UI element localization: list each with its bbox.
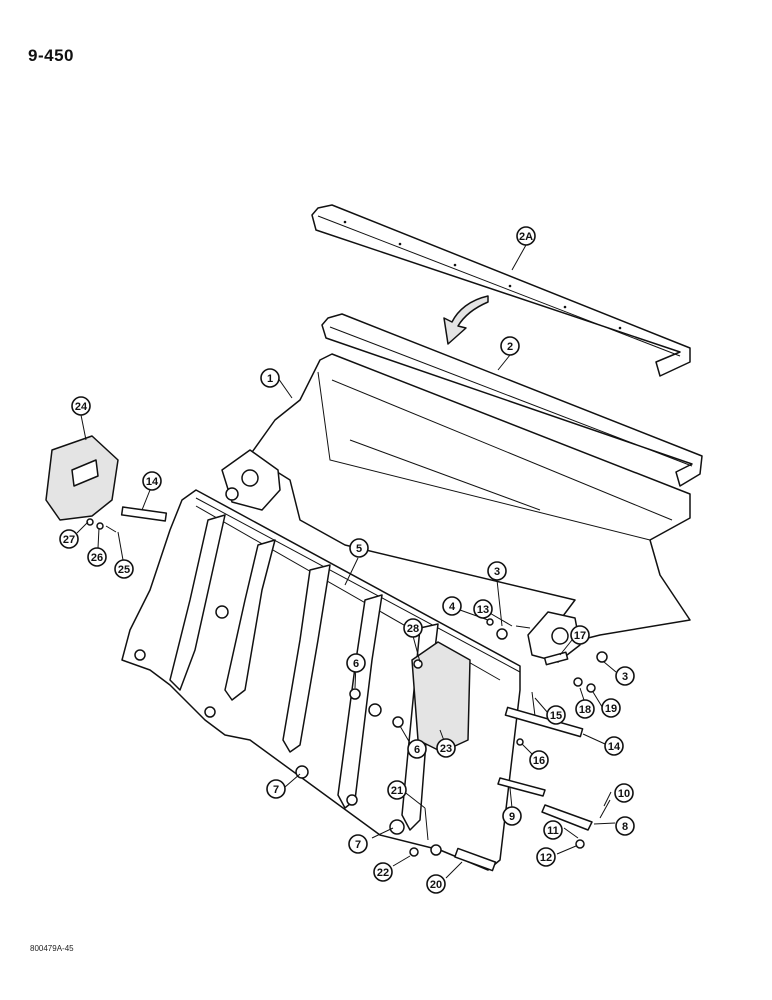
callout-label: 23 bbox=[440, 743, 452, 755]
callout-16: 16 bbox=[529, 750, 549, 770]
callout-label: 7 bbox=[355, 839, 361, 851]
callout-25: 25 bbox=[114, 559, 134, 579]
callout-9: 9 bbox=[502, 806, 522, 826]
callout-4: 4 bbox=[442, 596, 462, 616]
callout-2a: 2A bbox=[516, 226, 536, 246]
callout-label: 20 bbox=[430, 879, 442, 891]
callout-13: 13 bbox=[473, 599, 493, 619]
cutting-edge-2a bbox=[311, 204, 691, 377]
page-number: 9-450 bbox=[28, 46, 74, 65]
callout-label: 18 bbox=[579, 704, 591, 716]
callout-label: 6 bbox=[414, 744, 420, 756]
callout-label: 7 bbox=[273, 784, 279, 796]
callout-24: 24 bbox=[71, 396, 91, 416]
callout-3-right: 3 bbox=[615, 666, 635, 686]
callout-label: 16 bbox=[533, 755, 545, 767]
hardware bbox=[86, 506, 611, 872]
cutting-edge-2 bbox=[321, 313, 703, 487]
callout-label: 1 bbox=[267, 373, 273, 385]
callout-15: 15 bbox=[546, 705, 566, 725]
callout-20: 20 bbox=[426, 874, 446, 894]
callout-label: 14 bbox=[146, 476, 159, 488]
callout-label: 9 bbox=[509, 811, 515, 823]
callout-7-lower: 7 bbox=[348, 834, 368, 854]
coupler-frame bbox=[121, 489, 521, 871]
callout-label: 28 bbox=[407, 623, 419, 635]
callout-label: 11 bbox=[547, 825, 559, 837]
drawing-code: 800479A-45 bbox=[30, 944, 74, 953]
callout-label: 13 bbox=[477, 604, 489, 616]
callout-label: 17 bbox=[574, 630, 586, 642]
callout-18: 18 bbox=[575, 699, 595, 719]
callout-label: 24 bbox=[75, 401, 88, 413]
callout-label: 22 bbox=[377, 867, 389, 879]
callout-7-left: 7 bbox=[266, 779, 286, 799]
callout-28: 28 bbox=[403, 618, 423, 638]
callout-17: 17 bbox=[570, 625, 590, 645]
callout-14-upper: 14 bbox=[142, 471, 162, 491]
callout-label: 26 bbox=[91, 552, 103, 564]
callout-label: 8 bbox=[622, 821, 628, 833]
callout-1: 1 bbox=[260, 368, 280, 388]
guard-24 bbox=[45, 435, 119, 521]
callout-label: 27 bbox=[63, 534, 75, 546]
callout-23: 23 bbox=[436, 738, 456, 758]
callout-11: 11 bbox=[543, 820, 563, 840]
leader-lines bbox=[76, 244, 617, 879]
callout-label: 15 bbox=[550, 710, 562, 722]
callout-label: 25 bbox=[118, 564, 130, 576]
bucket-shell bbox=[221, 353, 691, 663]
callout-27: 27 bbox=[59, 529, 79, 549]
callout-2: 2 bbox=[500, 336, 520, 356]
callout-14-lower: 14 bbox=[604, 736, 624, 756]
callout-label: 3 bbox=[622, 671, 628, 683]
callout-label: 4 bbox=[449, 601, 456, 613]
callout-21: 21 bbox=[387, 780, 407, 800]
callout-label: 21 bbox=[391, 785, 403, 797]
callout-19: 19 bbox=[601, 698, 621, 718]
callout-label: 2 bbox=[507, 341, 513, 353]
callout-label: 10 bbox=[618, 788, 630, 800]
callout-label: 6 bbox=[353, 658, 359, 670]
callout-label: 19 bbox=[605, 703, 617, 715]
callout-8: 8 bbox=[615, 816, 635, 836]
callout-6-upper: 6 bbox=[346, 653, 366, 673]
cover-23 bbox=[411, 641, 471, 753]
callout-26: 26 bbox=[87, 547, 107, 567]
callout-label: 2A bbox=[519, 231, 533, 243]
callout-label: 3 bbox=[494, 566, 500, 578]
callout-22: 22 bbox=[373, 862, 393, 882]
callout-6-lower: 6 bbox=[407, 739, 427, 759]
callout-5: 5 bbox=[349, 538, 369, 558]
callout-label: 12 bbox=[540, 852, 552, 864]
callout-label: 5 bbox=[356, 543, 362, 555]
callout-12: 12 bbox=[536, 847, 556, 867]
callout-3-upper: 3 bbox=[487, 561, 507, 581]
callout-label: 14 bbox=[608, 741, 621, 753]
callout-10: 10 bbox=[614, 783, 634, 803]
install-arrow bbox=[443, 295, 489, 345]
